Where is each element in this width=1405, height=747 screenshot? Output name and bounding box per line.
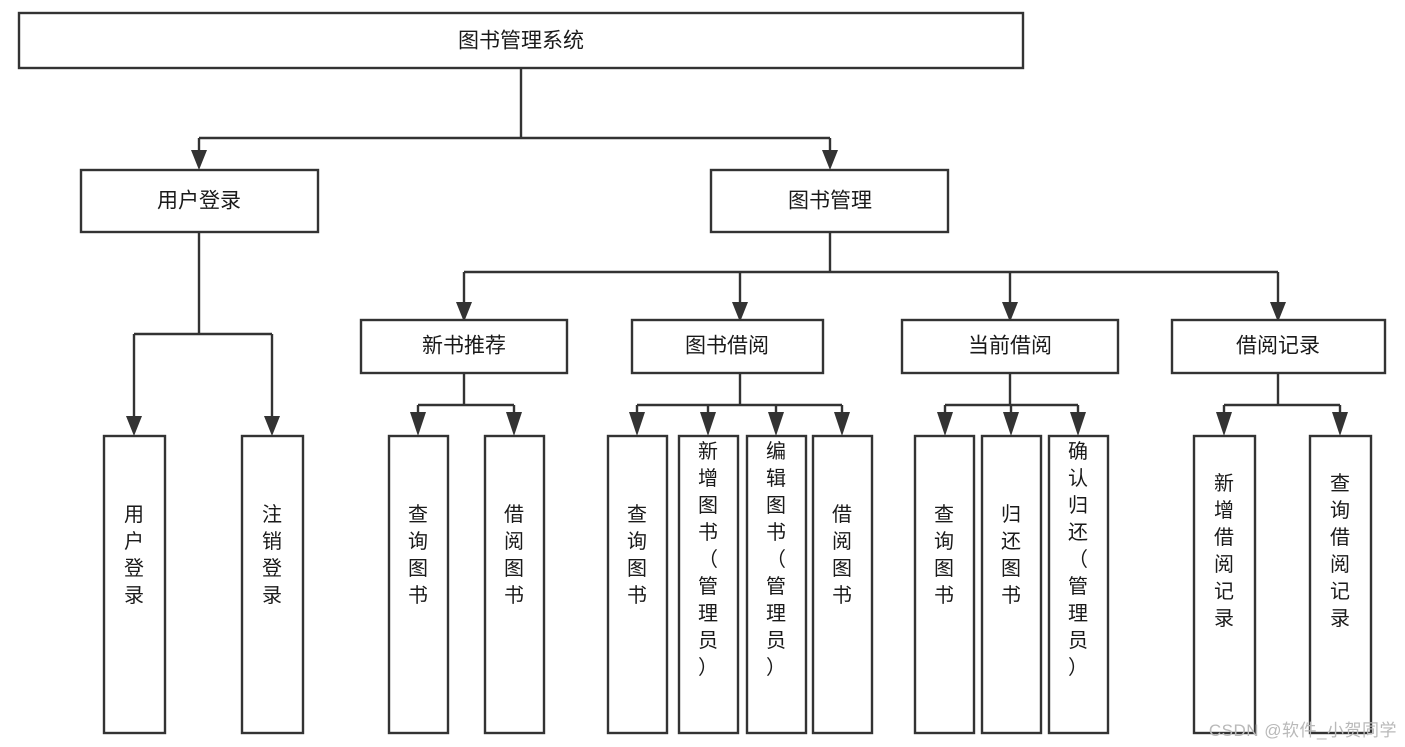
node-leaf-add-book-admin-label: 新增图书（管理员） (698, 440, 718, 679)
arrow-head-new-book-recommend (456, 302, 472, 322)
arrow-head-user-login (191, 150, 207, 170)
arrow-head-leaf-borrow-book-rec (506, 412, 522, 436)
node-leaf-confirm-return-admin[interactable]: 确认归还（管理员） (1047, 434, 1110, 735)
node-current-borrow[interactable]: 当前借阅 (900, 318, 1120, 375)
node-leaf-user-login[interactable]: 用户登录 (102, 434, 167, 735)
node-leaf-logout-login-label: 注销登录 (262, 503, 282, 607)
node-leaf-user-login-box[interactable] (102, 434, 167, 735)
csdn-watermark: CSDN @软件_小贺同学 (1208, 721, 1397, 740)
node-user-login-label: 用户登录 (157, 190, 241, 213)
node-leaf-borrow-book-box[interactable] (811, 434, 874, 735)
node-root[interactable]: 图书管理系统 (17, 11, 1025, 70)
node-root-box[interactable] (17, 11, 1025, 70)
node-leaf-query-book-current-label: 查询图书 (934, 503, 954, 607)
node-leaf-borrow-book-label: 借阅图书 (832, 503, 852, 607)
node-borrow-record[interactable]: 借阅记录 (1170, 318, 1387, 375)
node-book-manage-box[interactable] (709, 168, 950, 234)
node-leaf-return-book-box[interactable] (980, 434, 1043, 735)
arrow-head-leaf-logout-login (264, 416, 280, 436)
node-leaf-add-book-admin-box[interactable] (677, 434, 740, 735)
node-leaf-query-book-borrow[interactable]: 查询图书 (606, 434, 669, 735)
arrow-head-leaf-return-book (1003, 412, 1019, 436)
node-leaf-query-borrow-record[interactable]: 查询借阅记录 (1308, 434, 1373, 735)
node-root-label: 图书管理系统 (458, 30, 584, 53)
node-user-login-box[interactable] (79, 168, 320, 234)
node-borrow-record-box[interactable] (1170, 318, 1387, 375)
node-book-borrow-label: 图书借阅 (685, 335, 769, 358)
node-leaf-confirm-return-admin-label: 确认归还（管理员） (1068, 440, 1088, 679)
arrow-head-leaf-confirm-return-admin (1070, 412, 1086, 436)
arrow-head-leaf-add-book-admin (700, 412, 716, 436)
arrow-head-leaf-add-borrow-record (1216, 412, 1232, 436)
node-leaf-query-book-rec[interactable]: 查询图书 (387, 434, 450, 735)
node-leaf-edit-book-admin[interactable]: 编辑图书（管理员） (745, 434, 808, 735)
arrow-head-book-borrow (732, 302, 748, 322)
node-new-book-recommend-label: 新书推荐 (422, 335, 506, 358)
node-leaf-query-book-borrow-box[interactable] (606, 434, 669, 735)
node-new-book-recommend[interactable]: 新书推荐 (359, 318, 569, 375)
node-leaf-user-login-label: 用户登录 (124, 504, 144, 607)
node-leaf-borrow-book-rec-box[interactable] (483, 434, 546, 735)
arrow-head-book-manage (822, 150, 838, 170)
node-leaf-borrow-book-rec-label: 借阅图书 (504, 503, 524, 607)
node-leaf-confirm-return-admin-box[interactable] (1047, 434, 1110, 735)
node-current-borrow-box[interactable] (900, 318, 1120, 375)
node-leaf-query-book-current-box[interactable] (913, 434, 976, 735)
node-leaf-borrow-book[interactable]: 借阅图书 (811, 434, 874, 735)
node-new-book-recommend-box[interactable] (359, 318, 569, 375)
node-leaf-borrow-book-rec[interactable]: 借阅图书 (483, 434, 546, 735)
node-leaf-return-book-label: 归还图书 (1001, 503, 1021, 607)
node-leaf-logout-login[interactable]: 注销登录 (240, 434, 305, 735)
node-user-login[interactable]: 用户登录 (79, 168, 320, 234)
node-book-borrow-box[interactable] (630, 318, 825, 375)
arrow-head-borrow-record (1270, 302, 1286, 322)
node-leaf-add-borrow-record-box[interactable] (1192, 434, 1257, 735)
node-book-manage[interactable]: 图书管理 (709, 168, 950, 234)
node-current-borrow-label: 当前借阅 (968, 335, 1052, 358)
node-book-borrow[interactable]: 图书借阅 (630, 318, 825, 375)
arrow-head-leaf-query-book-rec (410, 412, 426, 436)
node-leaf-query-book-borrow-label: 查询图书 (627, 503, 647, 607)
node-leaf-logout-login-box[interactable] (240, 434, 305, 735)
node-leaf-edit-book-admin-box[interactable] (745, 434, 808, 735)
arrow-head-current-borrow (1002, 302, 1018, 322)
node-leaf-add-borrow-record[interactable]: 新增借阅记录 (1192, 434, 1257, 735)
node-leaf-return-book[interactable]: 归还图书 (980, 434, 1043, 735)
node-book-manage-label: 图书管理 (788, 190, 872, 213)
leaf-nodes-layer: 用户登录 注销登录 查询图书 借阅图书 查询图书 新增图书（管理员） (102, 434, 1373, 735)
node-leaf-query-borrow-record-label: 查询借阅记录 (1330, 472, 1350, 630)
arrow-head-leaf-edit-book-admin (768, 412, 784, 436)
node-leaf-add-book-admin[interactable]: 新增图书（管理员） (677, 434, 740, 735)
node-leaf-query-book-rec-box[interactable] (387, 434, 450, 735)
node-leaf-edit-book-admin-label: 编辑图书（管理员） (766, 440, 786, 679)
node-leaf-query-book-current[interactable]: 查询图书 (913, 434, 976, 735)
node-leaf-query-borrow-record-box[interactable] (1308, 434, 1373, 735)
arrow-head-leaf-query-book-borrow (629, 412, 645, 436)
connector-layer (126, 68, 1348, 436)
node-borrow-record-label: 借阅记录 (1236, 335, 1320, 358)
arrow-head-leaf-query-borrow-record (1332, 412, 1348, 436)
node-leaf-add-borrow-record-label: 新增借阅记录 (1214, 472, 1234, 630)
arrow-head-leaf-borrow-book (834, 412, 850, 436)
arrow-head-leaf-query-book-current (937, 412, 953, 436)
arrow-head-leaf-user-login (126, 416, 142, 436)
node-leaf-query-book-rec-label: 查询图书 (408, 503, 428, 607)
